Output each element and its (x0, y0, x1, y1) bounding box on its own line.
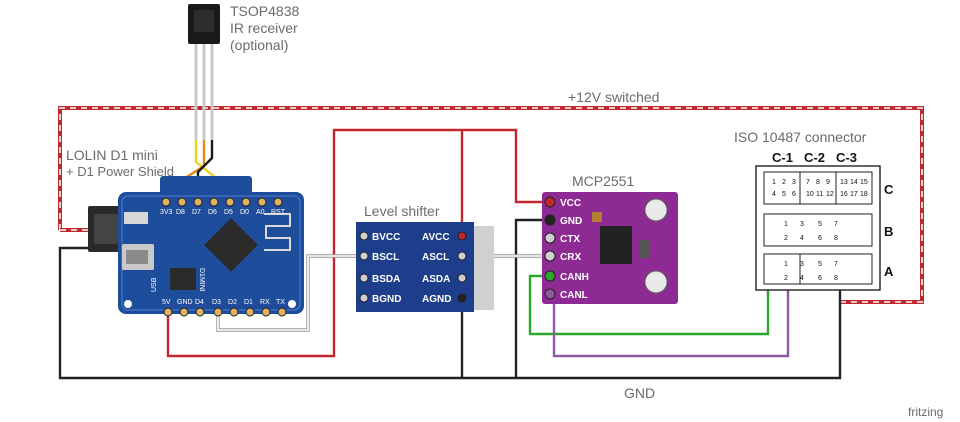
pin-asda: ASDA (422, 274, 450, 285)
c2-pin-12: 12 (826, 191, 834, 198)
c2-pin-9: 9 (826, 179, 830, 186)
b-pin-5: 5 (818, 221, 822, 228)
col-c3: C-3 (836, 150, 857, 165)
d1mini-label: D1MINI (198, 268, 205, 292)
a-pin-7: 7 (834, 261, 838, 268)
b-pin-8: 8 (834, 235, 838, 242)
b-pin-3: 3 (800, 221, 804, 228)
pin-d5: D5 (224, 209, 233, 216)
b-pin-7: 7 (834, 221, 838, 228)
pin-d6: D6 (208, 209, 217, 216)
level-shifter (356, 222, 494, 312)
pin-bscl: BSCL (372, 252, 399, 263)
c3-pin-18: 18 (860, 191, 868, 198)
c1-pin-1: 1 (772, 179, 776, 186)
connector-title: ISO 10487 connector (734, 129, 867, 145)
c2-pin-11: 11 (816, 191, 823, 198)
pin-gnd: GND (177, 299, 193, 306)
pin-bvcc: BVCC (372, 232, 400, 243)
pin-ascl: ASCL (422, 252, 449, 263)
pin-agnd: AGND (422, 294, 451, 305)
b-pin-2: 2 (784, 235, 788, 242)
mcp2551-board (542, 192, 678, 304)
pin-d4: D4 (195, 299, 204, 306)
ir-model-label: TSOP4838 (230, 3, 299, 19)
c3-pin-15: 15 (860, 179, 868, 186)
iso-connector (755, 165, 881, 291)
a-pin-4: 4 (800, 275, 804, 282)
a-pin-5: 5 (818, 261, 822, 268)
c2-pin-8: 8 (816, 179, 820, 186)
pin-d1: D1 (244, 299, 253, 306)
c1-pin-6: 6 (792, 191, 796, 198)
pin-gnd-can: GND (560, 216, 582, 227)
pin-d0: D0 (240, 209, 249, 216)
a-pin-3: 3 (800, 261, 804, 268)
pin-tx: TX (276, 299, 285, 306)
a-pin-8: 8 (834, 275, 838, 282)
c3-pin-16: 16 (840, 191, 848, 198)
b-pin-4: 4 (800, 235, 804, 242)
vcc-wires (166, 128, 548, 358)
c2-pin-10: 10 (806, 191, 814, 198)
pin-canl: CANL (560, 290, 588, 301)
c2-pin-7: 7 (806, 179, 810, 186)
lolin-d1-mini: 3V3 D8 D7 D6 D5 D0 A0 RST 5V GND D4 D3 D… (88, 176, 304, 317)
c3-pin-13: 13 (840, 179, 848, 186)
pin-d8: D8 (176, 209, 185, 216)
can-title: MCP2551 (572, 173, 634, 189)
ir-note-label: (optional) (230, 37, 288, 53)
col-c2: C-2 (804, 150, 825, 165)
pin-bgnd: BGND (372, 294, 401, 305)
level-shifter-title: Level shifter (364, 203, 440, 219)
row-b: B (884, 224, 893, 239)
c1-pin-5: 5 (782, 191, 786, 198)
b-pin-6: 6 (818, 235, 822, 242)
pin-bsda: BSDA (372, 274, 400, 285)
ir-receiver (180, 4, 220, 192)
top-pins (161, 197, 283, 207)
c1-pin-4: 4 (772, 191, 776, 198)
col-c1: C-1 (772, 150, 793, 165)
c3-pin-17: 17 (850, 191, 858, 198)
a-pin-1: 1 (784, 261, 788, 268)
fritzing-brand: fritzing (908, 405, 943, 419)
c1-pin-3: 3 (792, 179, 796, 186)
b-pin-1: 1 (784, 221, 788, 228)
row-a: A (884, 264, 894, 279)
pin-d2: D2 (228, 299, 237, 306)
pin-vcc: VCC (560, 198, 581, 209)
pin-d3: D3 (212, 299, 221, 306)
bottom-pins (163, 307, 287, 317)
pin-a0: A0 (256, 209, 265, 216)
pin-crx: CRX (560, 252, 581, 263)
c3-pin-14: 14 (850, 179, 858, 186)
ground-wires (58, 218, 842, 380)
pin-rst: RST (271, 209, 286, 216)
a-pin-6: 6 (818, 275, 822, 282)
power-label: +12V switched (568, 89, 659, 105)
row-c: C (884, 182, 894, 197)
ir-desc-label: IR receiver (230, 20, 298, 36)
a-pin-2: 2 (784, 275, 788, 282)
pin-5v: 5V (162, 299, 171, 306)
ground-label: GND (624, 385, 655, 401)
mcu-shield-label: + D1 Power Shield (66, 164, 174, 179)
pin-d7: D7 (192, 209, 201, 216)
pin-canh: CANH (560, 272, 589, 283)
usb-label: USB (151, 277, 158, 292)
pin-ctx: CTX (560, 234, 580, 245)
pin-avcc: AVCC (422, 232, 450, 243)
mcu-name-label: LOLIN D1 mini (66, 147, 158, 163)
pin-3v3: 3V3 (160, 209, 173, 216)
c1-pin-2: 2 (782, 179, 786, 186)
pin-rx: RX (260, 299, 270, 306)
